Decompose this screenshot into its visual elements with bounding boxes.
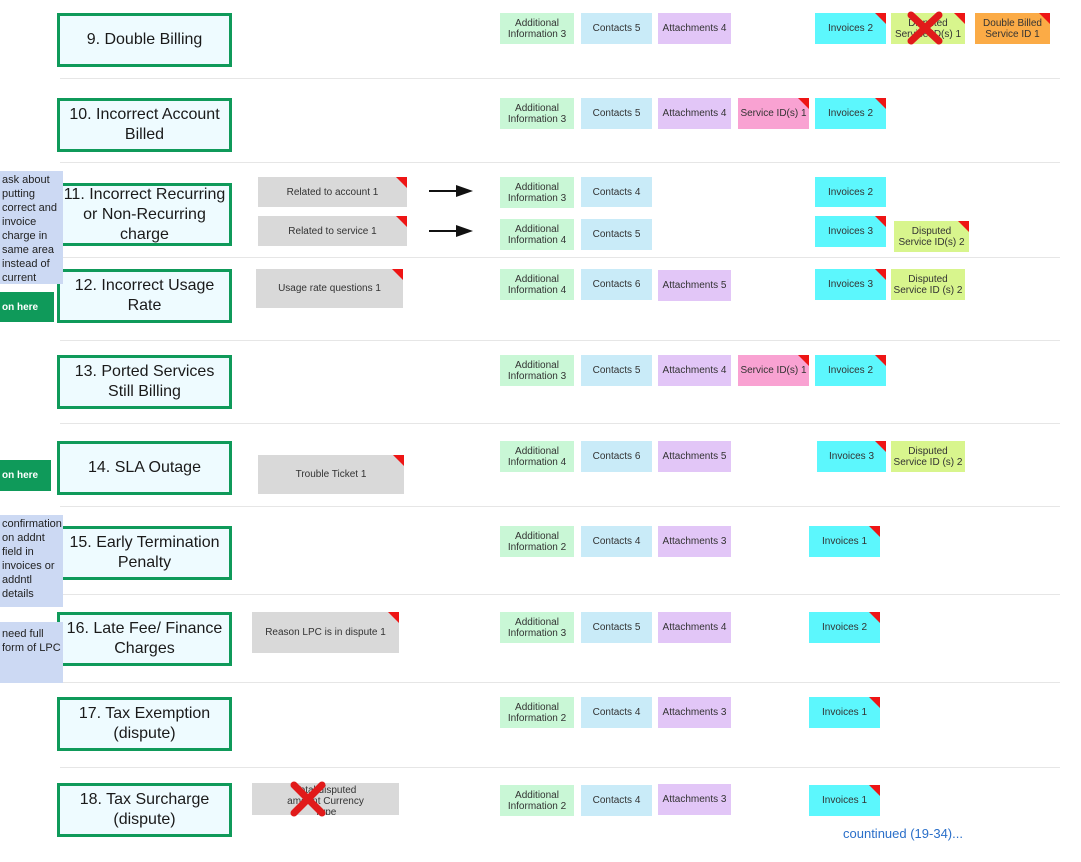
reason-lpc-in-dispute-sticky[interactable]: Reason LPC is in dispute 1 bbox=[252, 612, 399, 653]
red-x-icon bbox=[907, 11, 943, 45]
contacts-sticky[interactable]: Contacts 5 bbox=[581, 13, 652, 44]
right-arrow-icon bbox=[429, 185, 473, 197]
row-separator bbox=[60, 78, 1060, 79]
contacts-sticky[interactable]: Contacts 5 bbox=[581, 98, 652, 129]
additional-information-sticky[interactable]: Additional Information 2 bbox=[500, 697, 574, 728]
title-tax-surcharge[interactable]: 18. Tax Surcharge (dispute) bbox=[57, 783, 232, 837]
attachments-sticky[interactable]: Attachments 4 bbox=[658, 98, 731, 129]
additional-information-sticky[interactable]: Additional Information 3 bbox=[500, 13, 574, 44]
attachments-sticky[interactable]: Attachments 5 bbox=[658, 270, 731, 301]
title-sla-outage[interactable]: 14. SLA Outage bbox=[57, 441, 232, 495]
comment-note[interactable]: need full form of LPC bbox=[0, 622, 63, 683]
disputed-service-ids-sticky[interactable]: Disputed Service ID (s) 2 bbox=[891, 441, 965, 472]
red-x-icon bbox=[290, 781, 326, 817]
right-arrow-icon bbox=[429, 225, 473, 237]
title-tax-exemption[interactable]: 17. Tax Exemption (dispute) bbox=[57, 697, 232, 751]
row-separator bbox=[60, 257, 1060, 258]
trouble-ticket-sticky[interactable]: Trouble Ticket 1 bbox=[258, 455, 404, 494]
contacts-sticky[interactable]: Contacts 4 bbox=[581, 697, 652, 728]
related-to-service-sticky[interactable]: Related to service 1 bbox=[258, 216, 407, 246]
note-button[interactable]: on here bbox=[0, 460, 51, 491]
row-separator bbox=[60, 682, 1060, 683]
row-separator bbox=[60, 162, 1060, 163]
double-billed-service-id-sticky[interactable]: Double Billed Service ID 1 bbox=[975, 13, 1050, 44]
row-separator bbox=[60, 767, 1060, 768]
contacts-sticky[interactable]: Contacts 4 bbox=[581, 177, 652, 207]
title-early-termination-penalty[interactable]: 15. Early Termination Penalty bbox=[57, 526, 232, 580]
disputed-service-ids-sticky[interactable]: Disputed Service ID (s) 2 bbox=[891, 269, 965, 300]
disputed-service-ids-sticky[interactable]: Disputed Service ID(s) 2 bbox=[894, 221, 969, 252]
contacts-sticky[interactable]: Contacts 5 bbox=[581, 355, 652, 386]
service-ids-sticky[interactable]: Service ID(s) 1 bbox=[738, 355, 809, 386]
attachments-sticky[interactable]: Attachments 4 bbox=[658, 612, 731, 643]
invoices-sticky[interactable]: Invoices 3 bbox=[817, 441, 886, 472]
comment-note[interactable]: confirmation on addnt field in invoices … bbox=[0, 515, 63, 607]
additional-information-sticky[interactable]: Additional Information 3 bbox=[500, 612, 574, 643]
title-double-billing[interactable]: 9. Double Billing bbox=[57, 13, 232, 67]
contacts-sticky[interactable]: Contacts 4 bbox=[581, 785, 652, 816]
attachments-sticky[interactable]: Attachments 3 bbox=[658, 784, 731, 815]
row-separator bbox=[60, 340, 1060, 341]
additional-information-sticky[interactable]: Additional Information 3 bbox=[500, 177, 574, 208]
additional-information-sticky[interactable]: Additional Information 3 bbox=[500, 98, 574, 129]
invoices-sticky[interactable]: Invoices 3 bbox=[815, 269, 886, 300]
usage-rate-questions-sticky[interactable]: Usage rate questions 1 bbox=[256, 269, 403, 308]
contacts-sticky[interactable]: Contacts 6 bbox=[581, 441, 652, 472]
row-separator bbox=[60, 423, 1060, 424]
row-separator bbox=[60, 594, 1060, 595]
row-separator bbox=[60, 506, 1060, 507]
contacts-sticky[interactable]: Contacts 5 bbox=[581, 612, 652, 643]
additional-information-sticky[interactable]: Additional Information 4 bbox=[500, 269, 574, 300]
attachments-sticky[interactable]: Attachments 4 bbox=[658, 355, 731, 386]
attachments-sticky[interactable]: Attachments 5 bbox=[658, 441, 731, 472]
additional-information-sticky[interactable]: Additional Information 2 bbox=[500, 785, 574, 816]
invoices-sticky[interactable]: Invoices 2 bbox=[815, 13, 886, 44]
additional-information-sticky[interactable]: Additional Information 2 bbox=[500, 526, 574, 557]
invoices-sticky[interactable]: Invoices 2 bbox=[815, 177, 886, 207]
total-disputed-amount-sticky[interactable]: Total disputed amount Currency Type bbox=[252, 783, 399, 815]
service-ids-sticky[interactable]: Service ID(s) 1 bbox=[738, 98, 809, 129]
invoices-sticky[interactable]: Invoices 3 bbox=[815, 216, 886, 247]
contacts-sticky[interactable]: Contacts 6 bbox=[581, 269, 652, 300]
contacts-sticky[interactable]: Contacts 4 bbox=[581, 526, 652, 557]
comment-note[interactable]: ask about putting correct and invoice ch… bbox=[0, 171, 63, 284]
continued-link[interactable]: countinued (19-34)... bbox=[843, 826, 963, 841]
title-incorrect-usage-rate[interactable]: 12. Incorrect Usage Rate bbox=[57, 269, 232, 323]
related-to-account-sticky[interactable]: Related to account 1 bbox=[258, 177, 407, 207]
contacts-sticky[interactable]: Contacts 5 bbox=[581, 219, 652, 250]
invoices-sticky[interactable]: Invoices 2 bbox=[809, 612, 880, 643]
title-late-fee-finance-charges[interactable]: 16. Late Fee/ Finance Charges bbox=[57, 612, 232, 666]
invoices-sticky[interactable]: Invoices 1 bbox=[809, 785, 880, 816]
attachments-sticky[interactable]: Attachments 4 bbox=[658, 13, 731, 44]
attachments-sticky[interactable]: Attachments 3 bbox=[658, 526, 731, 557]
invoices-sticky[interactable]: Invoices 2 bbox=[815, 98, 886, 129]
invoices-sticky[interactable]: Invoices 1 bbox=[809, 697, 880, 728]
title-ported-services-still-billing[interactable]: 13. Ported Services Still Billing bbox=[57, 355, 232, 409]
additional-information-sticky[interactable]: Additional Information 4 bbox=[500, 219, 574, 250]
additional-information-sticky[interactable]: Additional Information 4 bbox=[500, 441, 574, 472]
additional-information-sticky[interactable]: Additional Information 3 bbox=[500, 355, 574, 386]
note-button[interactable]: on here bbox=[0, 292, 54, 322]
invoices-sticky[interactable]: Invoices 2 bbox=[815, 355, 886, 386]
attachments-sticky[interactable]: Attachments 3 bbox=[658, 697, 731, 728]
title-incorrect-account-billed[interactable]: 10. Incorrect Account Billed bbox=[57, 98, 232, 152]
title-incorrect-recurring-charge[interactable]: 11. Incorrect Recurring or Non-Recurring… bbox=[57, 183, 232, 246]
invoices-sticky[interactable]: Invoices 1 bbox=[809, 526, 880, 557]
